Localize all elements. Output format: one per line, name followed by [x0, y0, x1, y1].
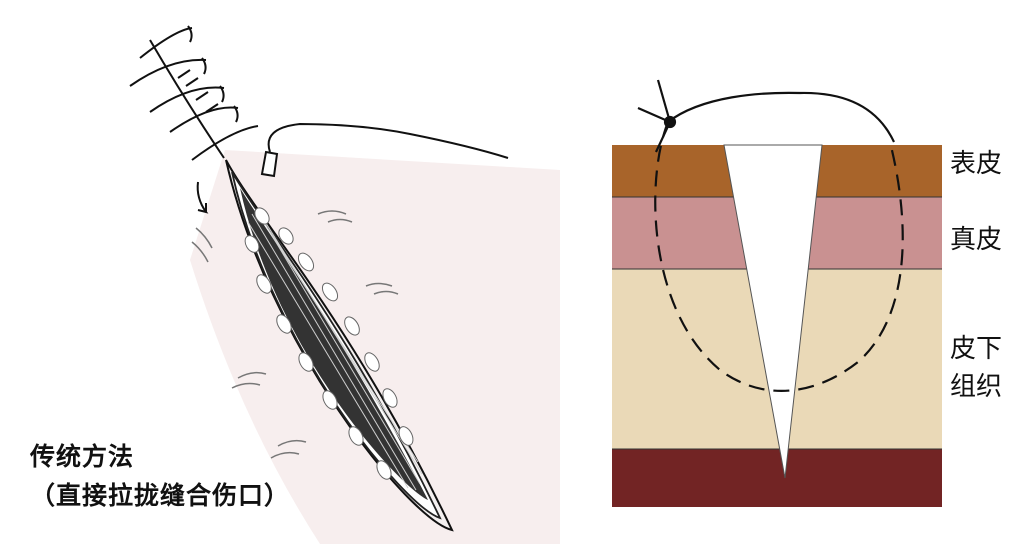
direction-arrow [196, 181, 209, 214]
label-subcutaneous: 皮下 组织 [950, 334, 1003, 402]
caption-subtitle: （直接拉拢缝合伤口） [30, 481, 291, 510]
caption-title: 传统方法 [30, 442, 135, 471]
wound-gap [723, 144, 823, 479]
traditional-suture-illustration [129, 25, 560, 544]
suture-loop [667, 91, 895, 143]
label-epidermis: 表皮 [950, 149, 1003, 179]
skin-texture-strokes [191, 210, 399, 459]
layer-deep-tissue [612, 449, 942, 507]
closed-suture-line [129, 25, 259, 161]
suture-path-dashed [654, 121, 904, 392]
skin-cross-section [612, 79, 942, 507]
suture-thread [260, 122, 509, 178]
label-dermis: 真皮 [950, 225, 1003, 255]
suture-knot [637, 79, 677, 153]
open-wound [225, 159, 454, 532]
